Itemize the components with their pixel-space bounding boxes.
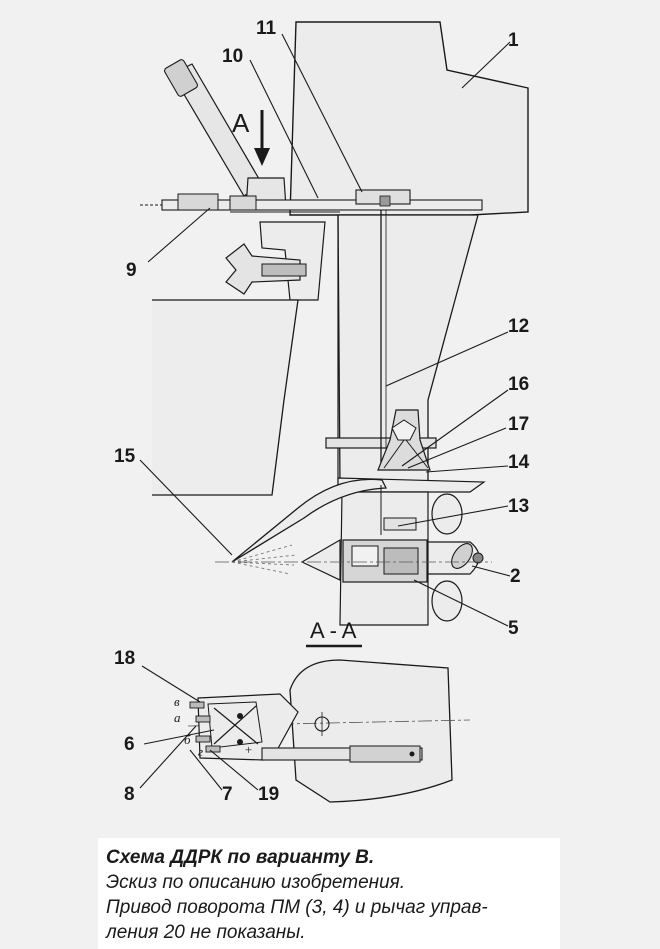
engine-cowling	[289, 21, 529, 216]
callout-14: 14	[508, 452, 530, 473]
letter-a: а	[174, 710, 181, 725]
callout-10: 10	[222, 46, 243, 67]
torpedo-nose	[300, 538, 341, 581]
callout-11: 11	[256, 18, 277, 39]
propeller-blade-upper	[431, 493, 463, 535]
callout-18: 18	[114, 648, 135, 669]
view-marker-label: A	[232, 108, 250, 138]
letter-v: в	[174, 694, 180, 709]
letter-g: г	[198, 744, 203, 759]
caption-line-1: Эскиз по описанию изобретения.	[106, 872, 406, 893]
jet-nozzle	[231, 478, 388, 563]
callout-13: 13	[508, 496, 529, 517]
leader-lines	[139, 33, 511, 791]
callout-12: 12	[508, 316, 529, 337]
section-housing	[289, 659, 453, 803]
propeller-blade-lower	[431, 580, 463, 622]
callout-19: 19	[258, 784, 279, 805]
callout-16: 16	[508, 374, 529, 395]
callout-9: 9	[126, 260, 137, 281]
callout-1: 1	[508, 30, 519, 51]
boat-hull	[152, 299, 299, 496]
section-label: A - A	[310, 618, 357, 643]
caption-title: Схема ДДРК по варианту В.	[106, 847, 375, 868]
callout-17: 17	[508, 414, 529, 435]
callout-15: 15	[114, 446, 136, 467]
jet-spray	[231, 544, 297, 575]
propeller-nut	[472, 552, 484, 564]
view-arrow-head	[254, 148, 270, 166]
callout-6: 6	[124, 734, 135, 755]
caption-line-2: Привод поворота ПМ (3, 4) и рычаг управ-	[106, 897, 488, 918]
figure-caption: Схема ДДРК по варианту В. Эскиз по описа…	[98, 838, 560, 949]
outboard-motor-diagram: A A - A + в а б г 1 2 5	[114, 18, 530, 805]
svg-text:+: +	[244, 742, 253, 757]
caption-line-3: ления 20 не показаны.	[106, 922, 306, 943]
callout-8: 8	[124, 784, 135, 805]
callout-2: 2	[510, 566, 521, 587]
letter-b: б	[184, 732, 191, 747]
callout-5: 5	[508, 618, 519, 639]
callout-7: 7	[222, 784, 233, 805]
